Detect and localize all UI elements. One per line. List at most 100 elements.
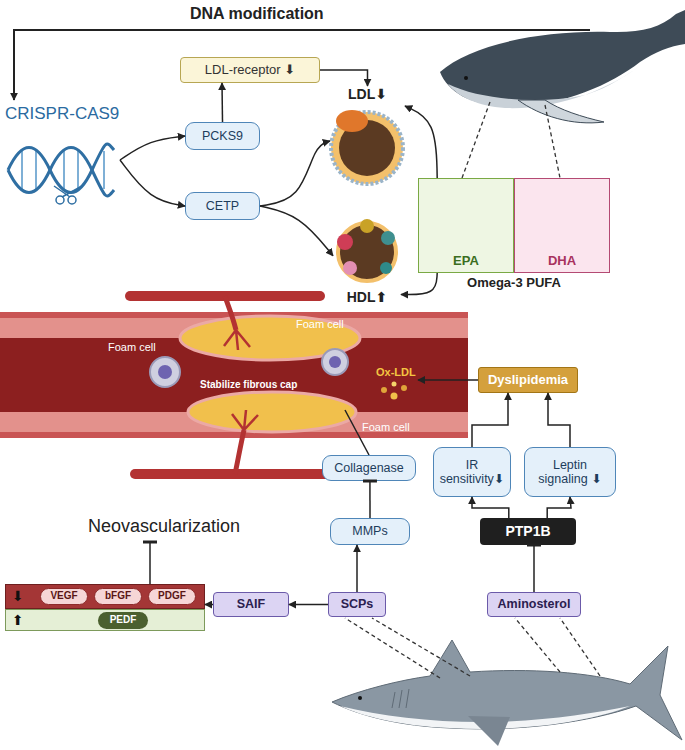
arrow-connector <box>221 83 223 122</box>
neovessel <box>232 410 258 430</box>
enzyme-box: PTP1B <box>480 518 576 545</box>
process-box: Leptin signaling ⬇ <box>524 447 616 497</box>
factor-pill: PEDF <box>98 612 148 629</box>
arrow-connector <box>120 160 185 206</box>
node-text: Leptin signaling ⬇ <box>525 458 615 487</box>
apolipoprotein <box>360 219 374 233</box>
foam-cell <box>322 349 348 375</box>
foam-cell-nucleus <box>158 365 172 379</box>
factor-pill: VEGF <box>40 588 88 605</box>
arrow-connector <box>120 136 185 160</box>
whale-body <box>440 10 685 106</box>
arrow-connector <box>472 393 508 447</box>
node-text: Collagenase <box>331 461 407 475</box>
arrow-connector <box>547 497 571 518</box>
source-dashed-line <box>345 618 600 678</box>
artery-illustration <box>0 296 468 474</box>
node-text: CRISPR-CAS9 <box>5 104 119 124</box>
inhibition-connector <box>533 545 535 592</box>
node-text: LDL⬇ <box>345 86 390 102</box>
process-label: Neovascularization <box>88 516 240 537</box>
callout-label: Stabilize fibrous cap <box>200 379 297 391</box>
apolipoprotein <box>336 110 368 132</box>
factor-band: ⬇VEGFbFGFPDGF <box>5 584 205 609</box>
apolipoprotein <box>381 231 395 245</box>
node-text: CETP <box>203 199 242 213</box>
molecule-box: DHA <box>514 178 610 273</box>
node-text: bFGF <box>105 590 131 602</box>
factor-pill: PDGF <box>148 588 196 605</box>
shark-fin <box>468 716 510 746</box>
group-box: Omega-3 PUFAEPADHA <box>418 178 610 273</box>
molecule-box: EPA <box>418 178 514 273</box>
line-label: DNA modification <box>190 5 324 23</box>
process-box: PCKS9 <box>185 122 260 150</box>
callout-label: Ox-LDL <box>376 366 416 379</box>
ox-ldl-arrow <box>418 379 478 381</box>
arrow-connector <box>205 604 213 606</box>
node-text: MMPs <box>349 524 390 538</box>
process-box: IR sensitivity⬇ <box>433 447 511 497</box>
node-text: PEDF <box>110 614 137 626</box>
arrow-connector <box>260 141 330 206</box>
node-text: Omega-3 PUFA <box>418 276 610 291</box>
neovessel <box>224 330 250 350</box>
node-text: SAIF <box>234 597 268 611</box>
artery-wall <box>0 312 468 438</box>
node-text: EPA <box>450 254 482 269</box>
inhibition-connector <box>369 481 371 518</box>
arrow-connector <box>356 545 358 592</box>
node-text: IR sensitivity⬇ <box>434 458 510 487</box>
ox-ldl-particle <box>391 393 398 400</box>
ox-ldl-particle <box>392 382 397 387</box>
source-dashed-line <box>462 102 560 178</box>
factor-band: ⬆PEDF <box>5 609 205 631</box>
node-text: PDGF <box>158 590 186 602</box>
apolipoprotein <box>337 234 353 250</box>
arrow-connector <box>401 273 437 295</box>
lipoprotein-particle: HDL⬆ <box>333 218 401 308</box>
shark-illustration <box>332 640 682 746</box>
neovessel <box>235 430 244 474</box>
ldl-particle <box>331 110 403 184</box>
ox-ldl-particle <box>401 385 407 391</box>
node-text: Dyslipidemia <box>485 373 571 388</box>
dna-strand <box>8 148 114 196</box>
node-text: Aminosterol <box>495 597 574 611</box>
neovessel <box>225 296 236 330</box>
arrow-connector <box>260 206 333 256</box>
outcome-box: Dyslipidemia <box>478 367 578 393</box>
node-text: LDL-receptor ⬇ <box>202 63 298 78</box>
node-text: PTP1B <box>502 523 553 539</box>
whale-eye <box>464 76 468 80</box>
arrow-connector <box>548 393 570 447</box>
vessel <box>135 469 325 479</box>
node-text: VEGF <box>50 590 77 602</box>
shark-eye <box>358 696 362 700</box>
process-box: LDL-receptor ⬇ <box>180 57 320 83</box>
apolipoprotein <box>380 262 392 274</box>
node-text: PCKS9 <box>199 129 246 143</box>
lipoprotein-particle: LDL⬇ <box>330 86 405 186</box>
node-text: HDL⬆ <box>344 289 391 305</box>
process-box: CETP <box>185 192 260 220</box>
arrow-connector <box>289 604 328 606</box>
ox-ldl-particle <box>381 387 387 393</box>
arrow-connector <box>320 70 368 86</box>
hdl-particle <box>337 219 396 281</box>
node-text: DHA <box>545 254 579 269</box>
factor-pill: bFGF <box>94 588 142 605</box>
scissors-blade <box>54 186 82 197</box>
shark-gills <box>392 689 409 708</box>
compound-box: SCPs <box>328 592 386 617</box>
process-box: MMPs <box>330 518 410 545</box>
inhibition-line <box>149 542 151 584</box>
process-box: Collagenase <box>322 455 416 481</box>
shark-body <box>332 640 682 740</box>
callout-label: Foam cell <box>362 421 410 434</box>
compound-box: SAIF <box>213 592 289 617</box>
